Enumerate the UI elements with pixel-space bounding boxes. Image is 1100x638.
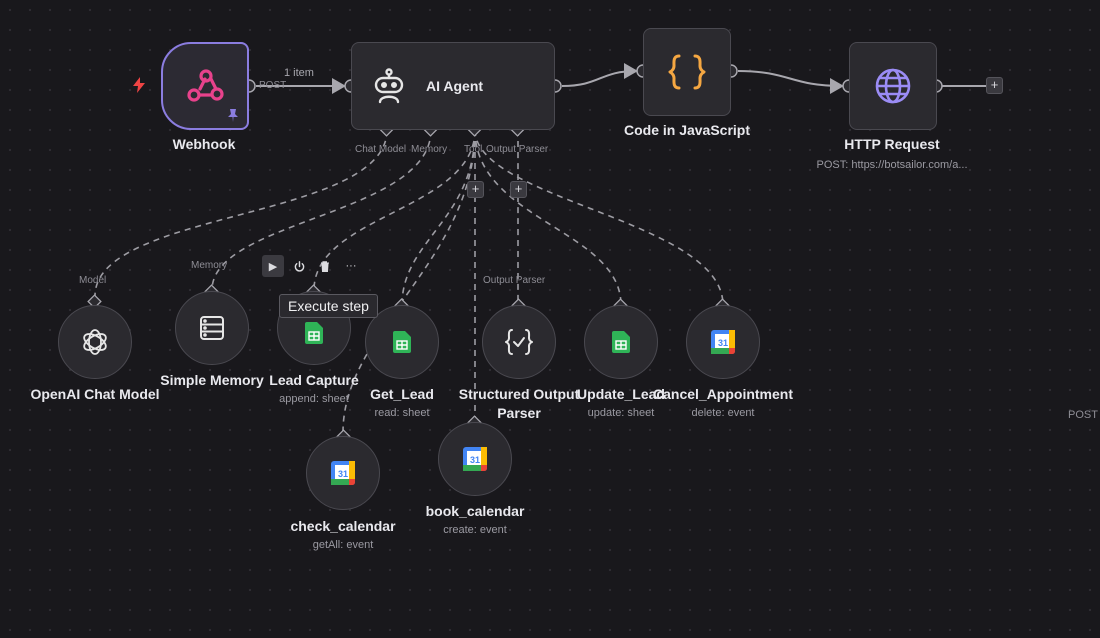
agent-port-chat-model: Chat Model bbox=[355, 144, 407, 155]
ai-agent-node[interactable]: AI Agent bbox=[351, 42, 555, 130]
google-calendar-icon: 31 bbox=[711, 330, 735, 354]
openai-title: OpenAI Chat Model bbox=[30, 386, 160, 402]
items-count-label: 1 item bbox=[284, 67, 314, 79]
http-subtitle: POST: https://botsailor.com/a... bbox=[816, 159, 968, 171]
simple-memory-title: Simple Memory bbox=[160, 372, 264, 388]
structured-output-parser-node[interactable] bbox=[482, 305, 556, 379]
wire-model bbox=[94, 129, 388, 297]
google-sheets-icon bbox=[612, 331, 630, 353]
sub-port-output-parser: Output Parser bbox=[483, 275, 546, 286]
simple-memory-node[interactable] bbox=[175, 291, 249, 365]
agent-port-memory: Memory bbox=[411, 144, 448, 155]
agent-port-tool: Tool bbox=[464, 144, 483, 155]
svg-text:31: 31 bbox=[338, 469, 348, 479]
get-lead-title: Get_Lead bbox=[370, 386, 434, 402]
http-title: HTTP Request bbox=[844, 136, 940, 152]
parser-braces-check-icon bbox=[505, 329, 533, 355]
wire-tool-update-lead bbox=[474, 129, 622, 306]
webhook-output-label: POST bbox=[259, 80, 287, 91]
agent-port-output-parser: Output Parser bbox=[486, 144, 549, 155]
cancel-appointment-node[interactable]: 31 bbox=[686, 305, 760, 379]
code-title: Code in JavaScript bbox=[623, 122, 751, 138]
trigger-bolt-icon bbox=[133, 77, 145, 93]
book-calendar-node[interactable]: 31 bbox=[438, 422, 512, 496]
wire-tool-check-cal bbox=[342, 129, 476, 433]
google-sheets-icon bbox=[393, 331, 411, 353]
structured-title-line2: Parser bbox=[497, 405, 541, 421]
add-node-button[interactable]: + bbox=[986, 77, 1003, 94]
offscreen-post-label: POST bbox=[1068, 409, 1098, 421]
trash-icon[interactable] bbox=[314, 255, 336, 277]
globe-icon bbox=[875, 68, 911, 104]
webhook-icon bbox=[187, 69, 224, 102]
openai-icon bbox=[83, 329, 107, 355]
google-calendar-icon: 31 bbox=[331, 461, 355, 485]
get-lead-node[interactable] bbox=[365, 305, 439, 379]
check-calendar-title: check_calendar bbox=[290, 518, 396, 534]
svg-text:31: 31 bbox=[470, 455, 480, 465]
node-hover-toolbar: ▶ ··· bbox=[262, 255, 362, 277]
openai-chat-model-node[interactable] bbox=[58, 305, 132, 379]
wire-code-http bbox=[737, 70, 844, 94]
wire-tool-get-lead bbox=[401, 129, 476, 306]
book-calendar-title: book_calendar bbox=[425, 503, 525, 519]
structured-title-line1: Structured Output bbox=[458, 386, 580, 402]
play-icon[interactable]: ▶ bbox=[262, 255, 284, 277]
add-output-parser-button[interactable]: + bbox=[510, 181, 527, 198]
update-lead-subtitle: update: sheet bbox=[587, 407, 655, 419]
sub-port-memory: Memory bbox=[191, 260, 228, 271]
wire-tool-cancel bbox=[474, 129, 724, 306]
check-calendar-node[interactable]: 31 bbox=[306, 436, 380, 510]
check-calendar-subtitle: getAll: event bbox=[312, 539, 374, 551]
robot-icon bbox=[374, 68, 404, 104]
database-icon bbox=[200, 316, 224, 340]
code-braces-icon bbox=[668, 54, 706, 90]
google-calendar-icon: 31 bbox=[463, 447, 487, 471]
pin-icon[interactable] bbox=[226, 108, 240, 122]
lead-capture-title: Lead Capture bbox=[269, 372, 359, 388]
get-lead-subtitle: read: sheet bbox=[374, 407, 430, 419]
google-sheets-icon bbox=[305, 322, 323, 344]
add-tool-button[interactable]: + bbox=[467, 181, 484, 198]
lead-capture-subtitle: append: sheet bbox=[279, 393, 349, 405]
cancel-title: Cancel_Appointment bbox=[652, 386, 794, 402]
update-lead-node[interactable] bbox=[584, 305, 658, 379]
update-lead-title: Update_Lead bbox=[577, 386, 665, 402]
http-request-node[interactable] bbox=[849, 42, 937, 130]
power-icon[interactable] bbox=[288, 255, 310, 277]
svg-text:31: 31 bbox=[718, 338, 728, 348]
book-calendar-subtitle: create: event bbox=[443, 524, 507, 536]
ai-agent-title: AI Agent bbox=[426, 78, 484, 94]
webhook-title: Webhook bbox=[172, 136, 236, 152]
wire-memory bbox=[211, 129, 432, 291]
wire-agent-code bbox=[561, 63, 638, 87]
execute-step-tooltip: Execute step bbox=[279, 294, 378, 318]
code-node[interactable] bbox=[643, 28, 731, 116]
more-icon[interactable]: ··· bbox=[345, 260, 357, 272]
sub-port-model: Model bbox=[79, 275, 107, 286]
cancel-subtitle: delete: event bbox=[691, 407, 755, 419]
